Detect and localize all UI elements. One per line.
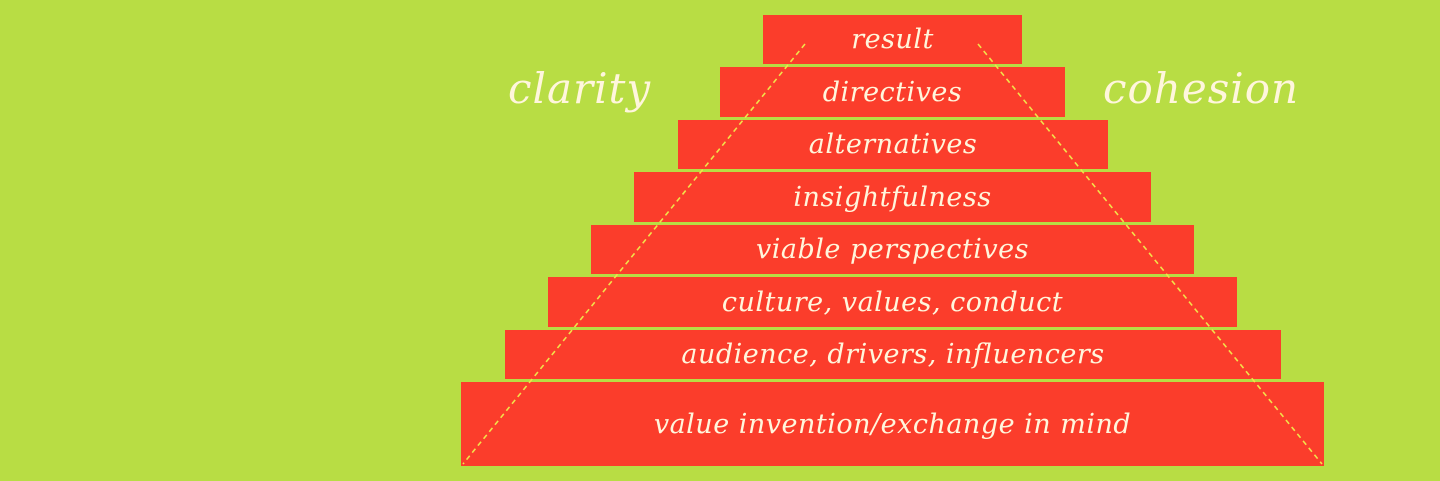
tier-label: viable perspectives	[756, 234, 1029, 265]
tier-label: value invention/exchange in mind	[653, 408, 1132, 440]
cohesion-label: cohesion	[1103, 64, 1300, 113]
tier-label: insightfulness	[793, 181, 992, 213]
tier-insightfulness: insightfulness	[634, 172, 1151, 222]
tier-culture-values-conduct: culture, values, conduct	[548, 277, 1237, 327]
tier-result: result	[763, 15, 1022, 64]
tier-viable-perspectives: viable perspectives	[591, 225, 1194, 274]
tier-label: culture, values, conduct	[721, 286, 1064, 318]
tier-alternatives: alternatives	[678, 120, 1108, 169]
clarity-label: clarity	[508, 64, 652, 113]
tier-directives: directives	[720, 67, 1065, 117]
tier-label: directives	[822, 76, 963, 108]
tier-audience-drivers-influencers: audience, drivers, influencers	[505, 330, 1281, 379]
tier-label: alternatives	[808, 129, 978, 160]
tier-label: audience, drivers, influencers	[681, 339, 1105, 370]
tier-value-invention-exchange: value invention/exchange in mind	[461, 382, 1324, 466]
tier-label: result	[851, 24, 934, 55]
